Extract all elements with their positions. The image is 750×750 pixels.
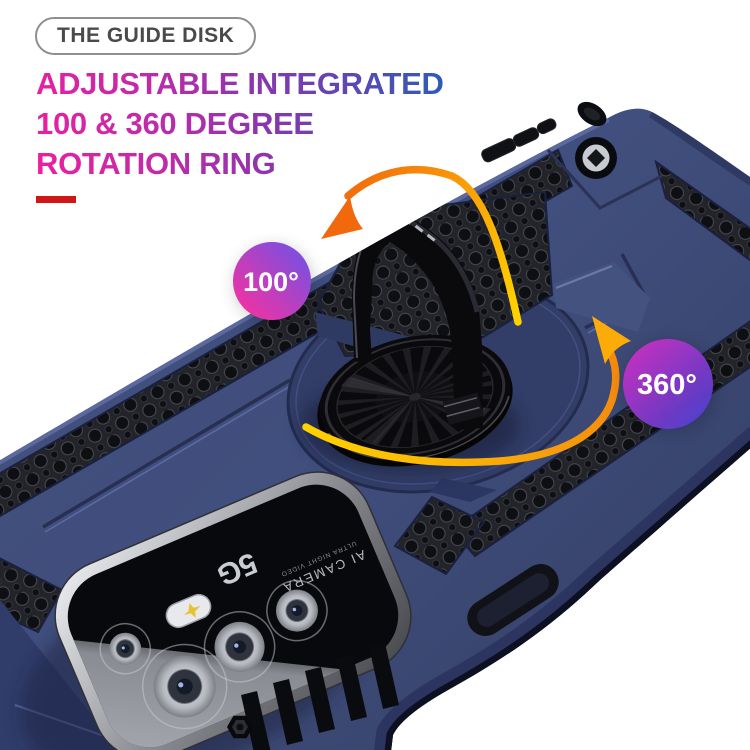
rotation-arrow-100 [321, 165, 522, 326]
red-accent-dash [36, 196, 76, 203]
honeycomb-strip-bottom-left [0, 554, 64, 634]
title-line-2: 100 & 360 DEGREE [36, 106, 314, 141]
badge-360-label: 360° [637, 369, 697, 401]
title-line-3: ROTATION RING [36, 146, 276, 181]
kickstand-arch [352, 211, 483, 430]
arrowhead-100 [321, 196, 363, 239]
side-buttons [481, 118, 557, 163]
title-line-1: ADJUSTABLE INTEGRATED [36, 66, 444, 101]
hinge [442, 392, 484, 425]
rotation-arrow-360 [302, 316, 631, 467]
page-title: ADJUSTABLE INTEGRATED 100 & 360 DEGREE R… [36, 64, 444, 184]
corner-bumper [546, 137, 663, 210]
ring-kickstand [352, 210, 484, 430]
badge-360-degree: 360° [623, 339, 716, 433]
guide-disk-pill: THE GUIDE DISK [35, 17, 257, 55]
camera-lenses [99, 579, 328, 730]
guide-disk-label: THE GUIDE DISK [57, 24, 235, 47]
flash-led [165, 593, 212, 629]
badge-100-label: 100° [243, 267, 299, 297]
honeycomb-wedge [393, 495, 486, 576]
arrowhead-360 [592, 316, 631, 364]
badge-100-degree: 100° [233, 242, 314, 325]
speaker-vents [241, 643, 399, 750]
honeycomb-strip-top-right [654, 159, 750, 268]
screw-accent [227, 715, 253, 739]
power-button [467, 564, 559, 636]
